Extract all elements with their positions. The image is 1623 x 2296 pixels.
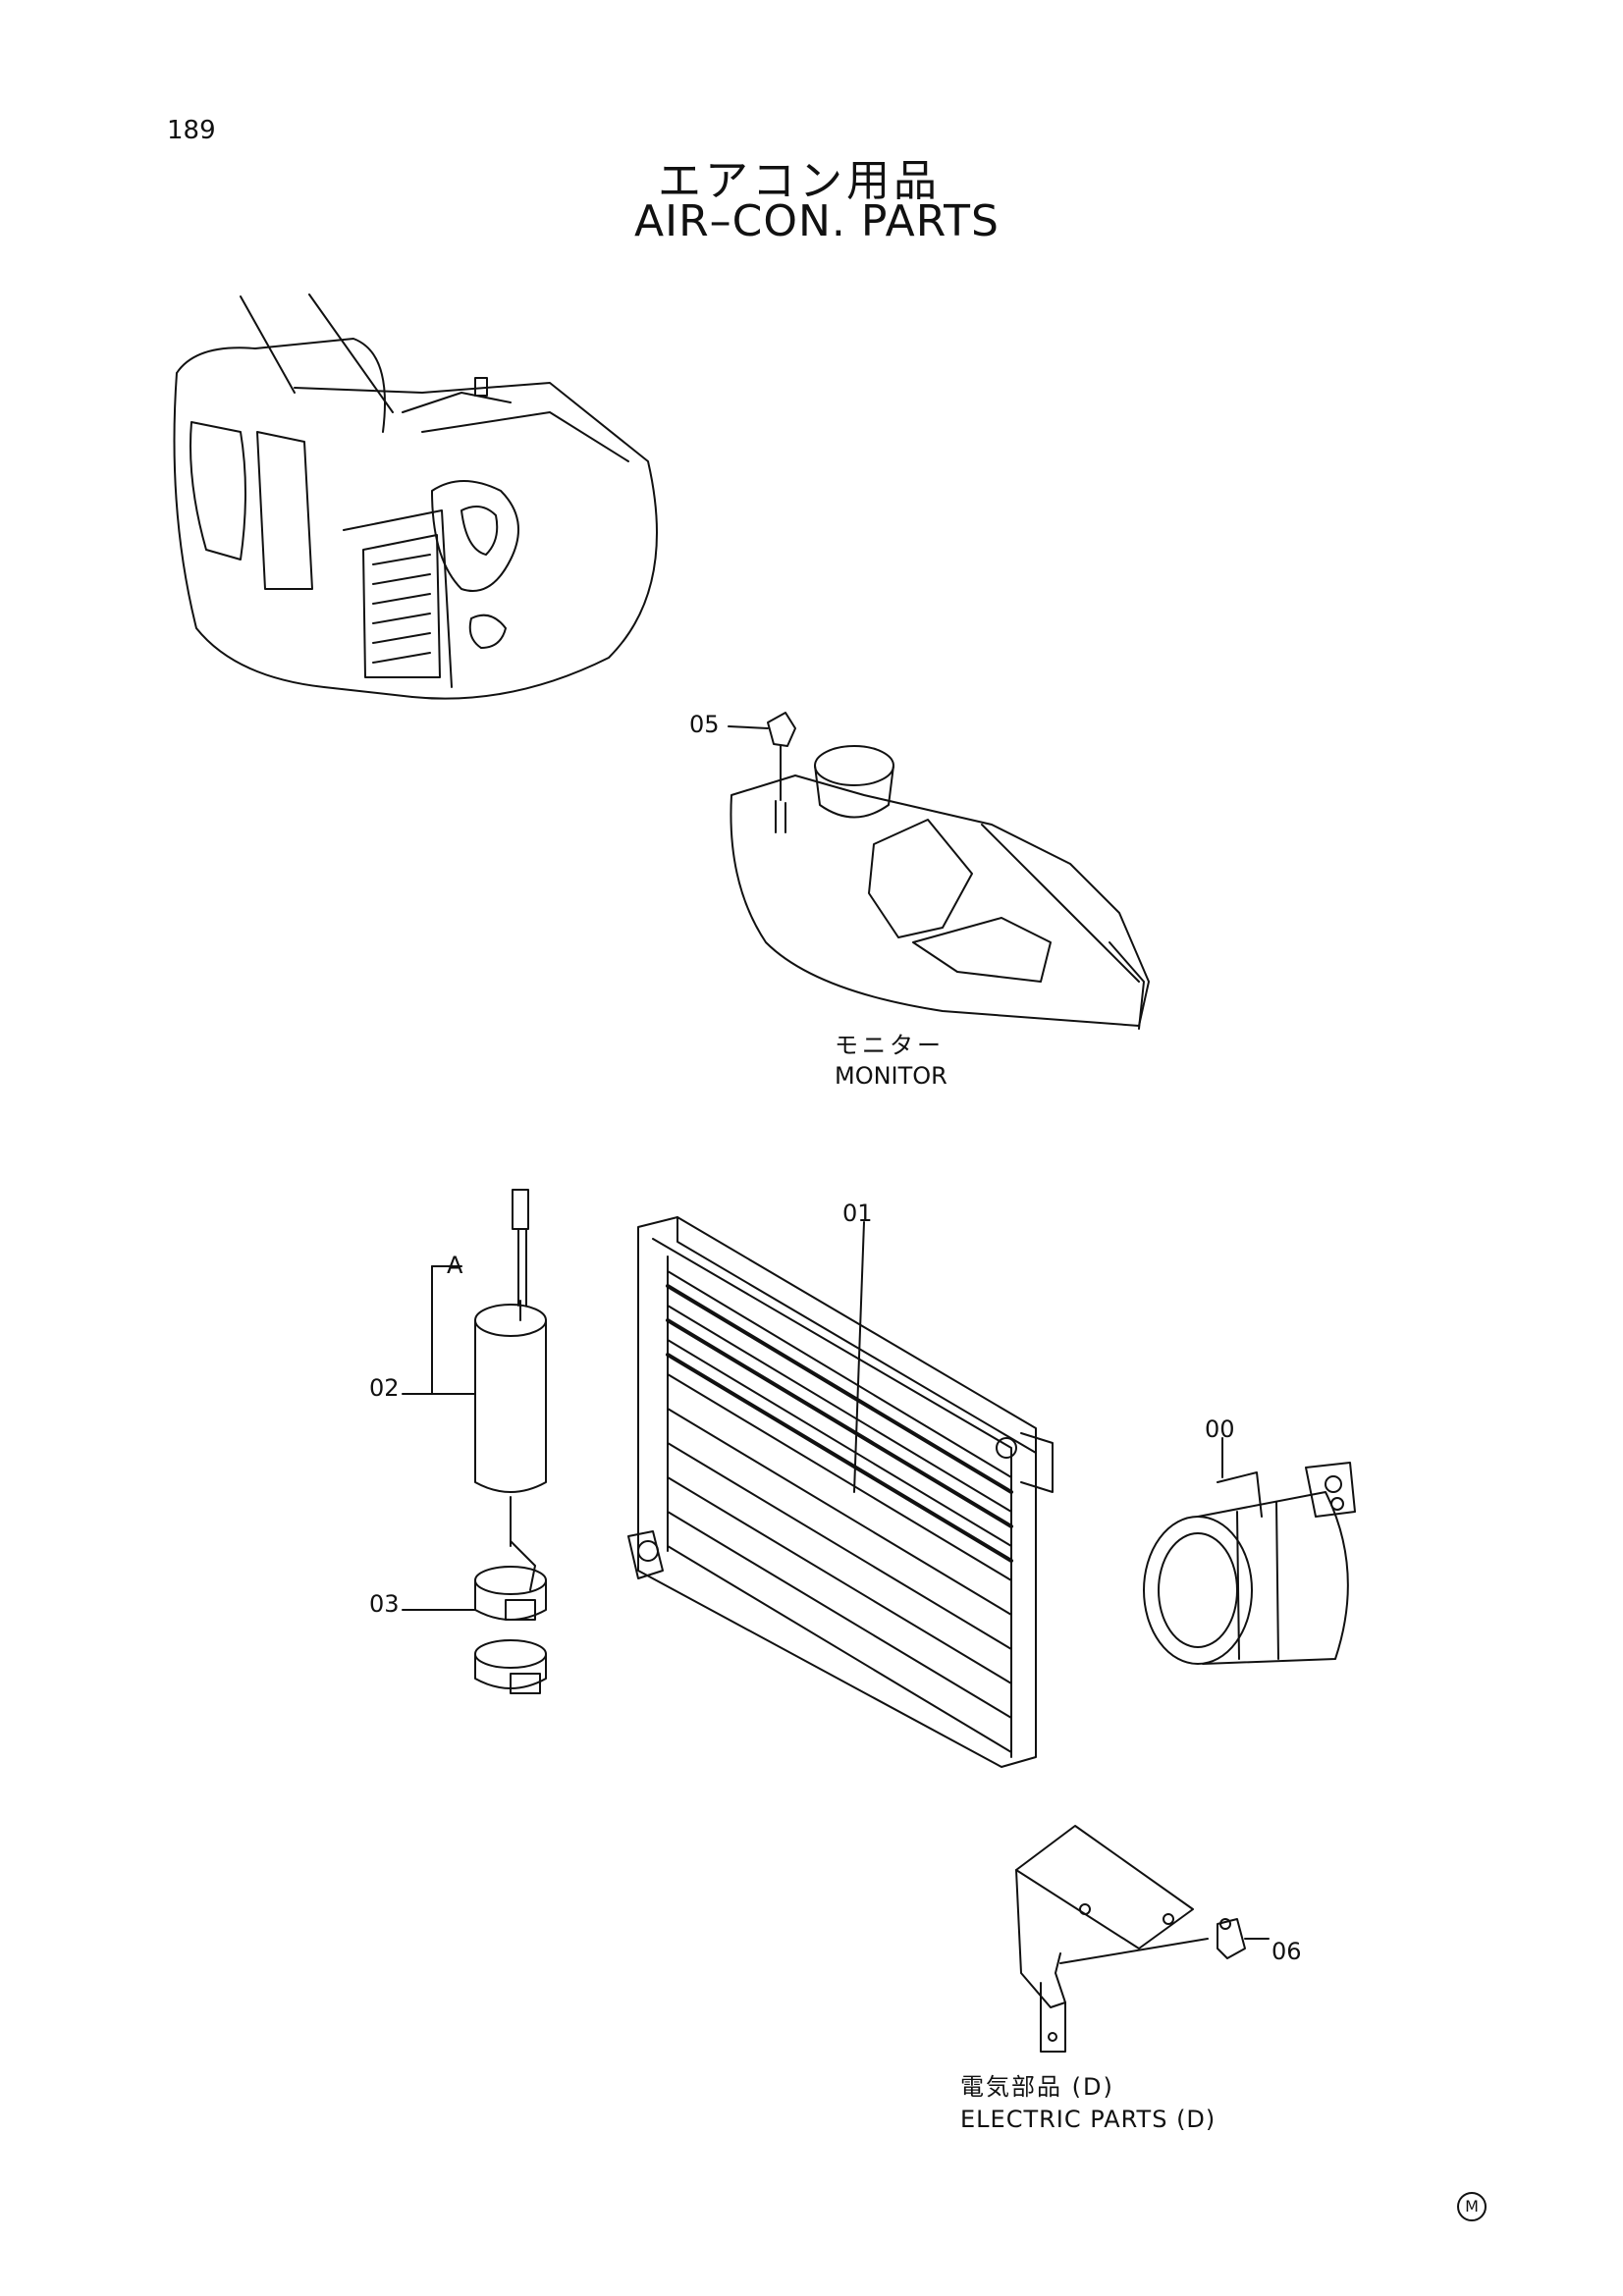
callout-06: 06 [1271, 1938, 1302, 1965]
page-number: 189 [167, 116, 216, 145]
callout-00: 00 [1205, 1415, 1235, 1443]
callout-05: 05 [689, 711, 720, 738]
condenser-illustration [627, 1216, 1054, 1768]
callout-a: A [447, 1252, 463, 1279]
callout-02: 02 [369, 1374, 400, 1402]
page-title-japanese: エアコン用品 [658, 156, 941, 206]
monitor-label-japanese: モニター [835, 1032, 945, 1059]
monitor-label-english: MONITOR [835, 1062, 947, 1090]
page-title-english: AIR–CON. PARTS [634, 196, 1000, 246]
compressor-illustration [1143, 1437, 1356, 1665]
corner-mark: M [1457, 2192, 1487, 2221]
electric-parts-label-japanese: 電気部品 (D) [960, 2073, 1114, 2101]
callout-01: 01 [842, 1200, 873, 1227]
callout-03: 03 [369, 1590, 400, 1618]
excavator-overview-illustration [173, 294, 658, 700]
electric-parts-label-english: ELECTRIC PARTS (D) [960, 2106, 1217, 2133]
monitor-panel-illustration [728, 712, 1150, 1030]
drier-clamp-illustration [402, 1540, 547, 1694]
receiver-drier-illustration [402, 1189, 547, 1547]
electric-parts-bracket-illustration [1015, 1825, 1270, 2053]
